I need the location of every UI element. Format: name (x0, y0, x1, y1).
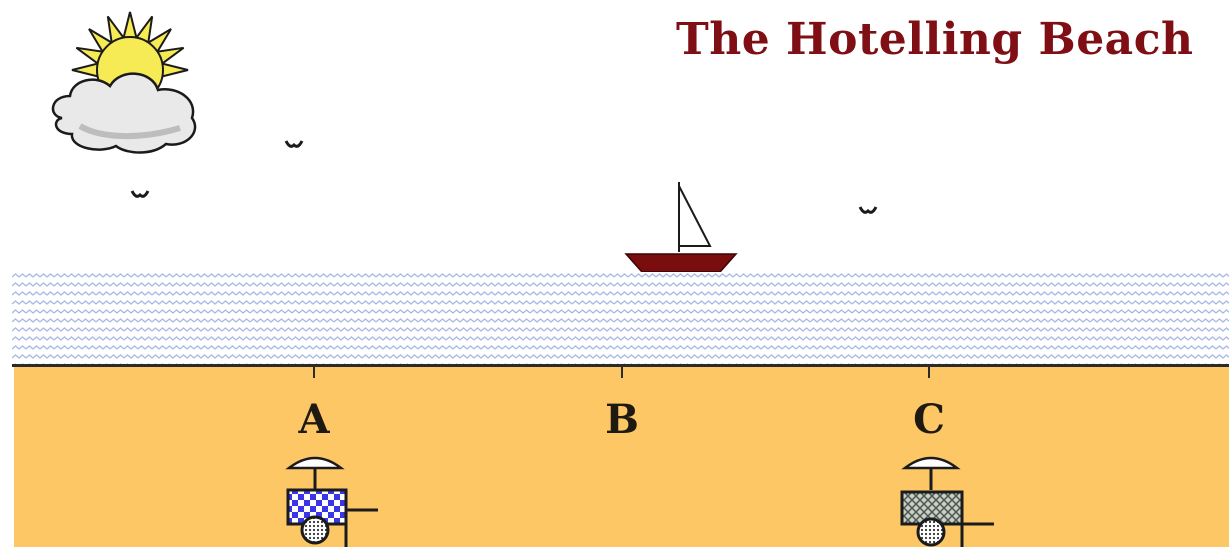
location-tick-c (928, 366, 930, 378)
ice-cream-cart-icon (285, 456, 378, 547)
ice-cream-cart-icon (900, 456, 994, 547)
sailboat-icon (624, 182, 738, 273)
location-tick-a (313, 366, 315, 378)
seagull-icon (130, 190, 150, 198)
beach-sand (14, 366, 1229, 547)
shoreline (12, 364, 1229, 367)
sea-water (12, 272, 1229, 364)
seagull-icon (284, 140, 304, 148)
location-label-a: A (298, 396, 330, 443)
sun-behind-cloud-icon (51, 11, 197, 154)
page-title: The Hotelling Beach (676, 14, 1194, 65)
seagull-icon (858, 206, 878, 214)
location-tick-b (621, 366, 623, 378)
location-label-c: C (913, 396, 945, 443)
location-label-b: B (605, 396, 639, 443)
